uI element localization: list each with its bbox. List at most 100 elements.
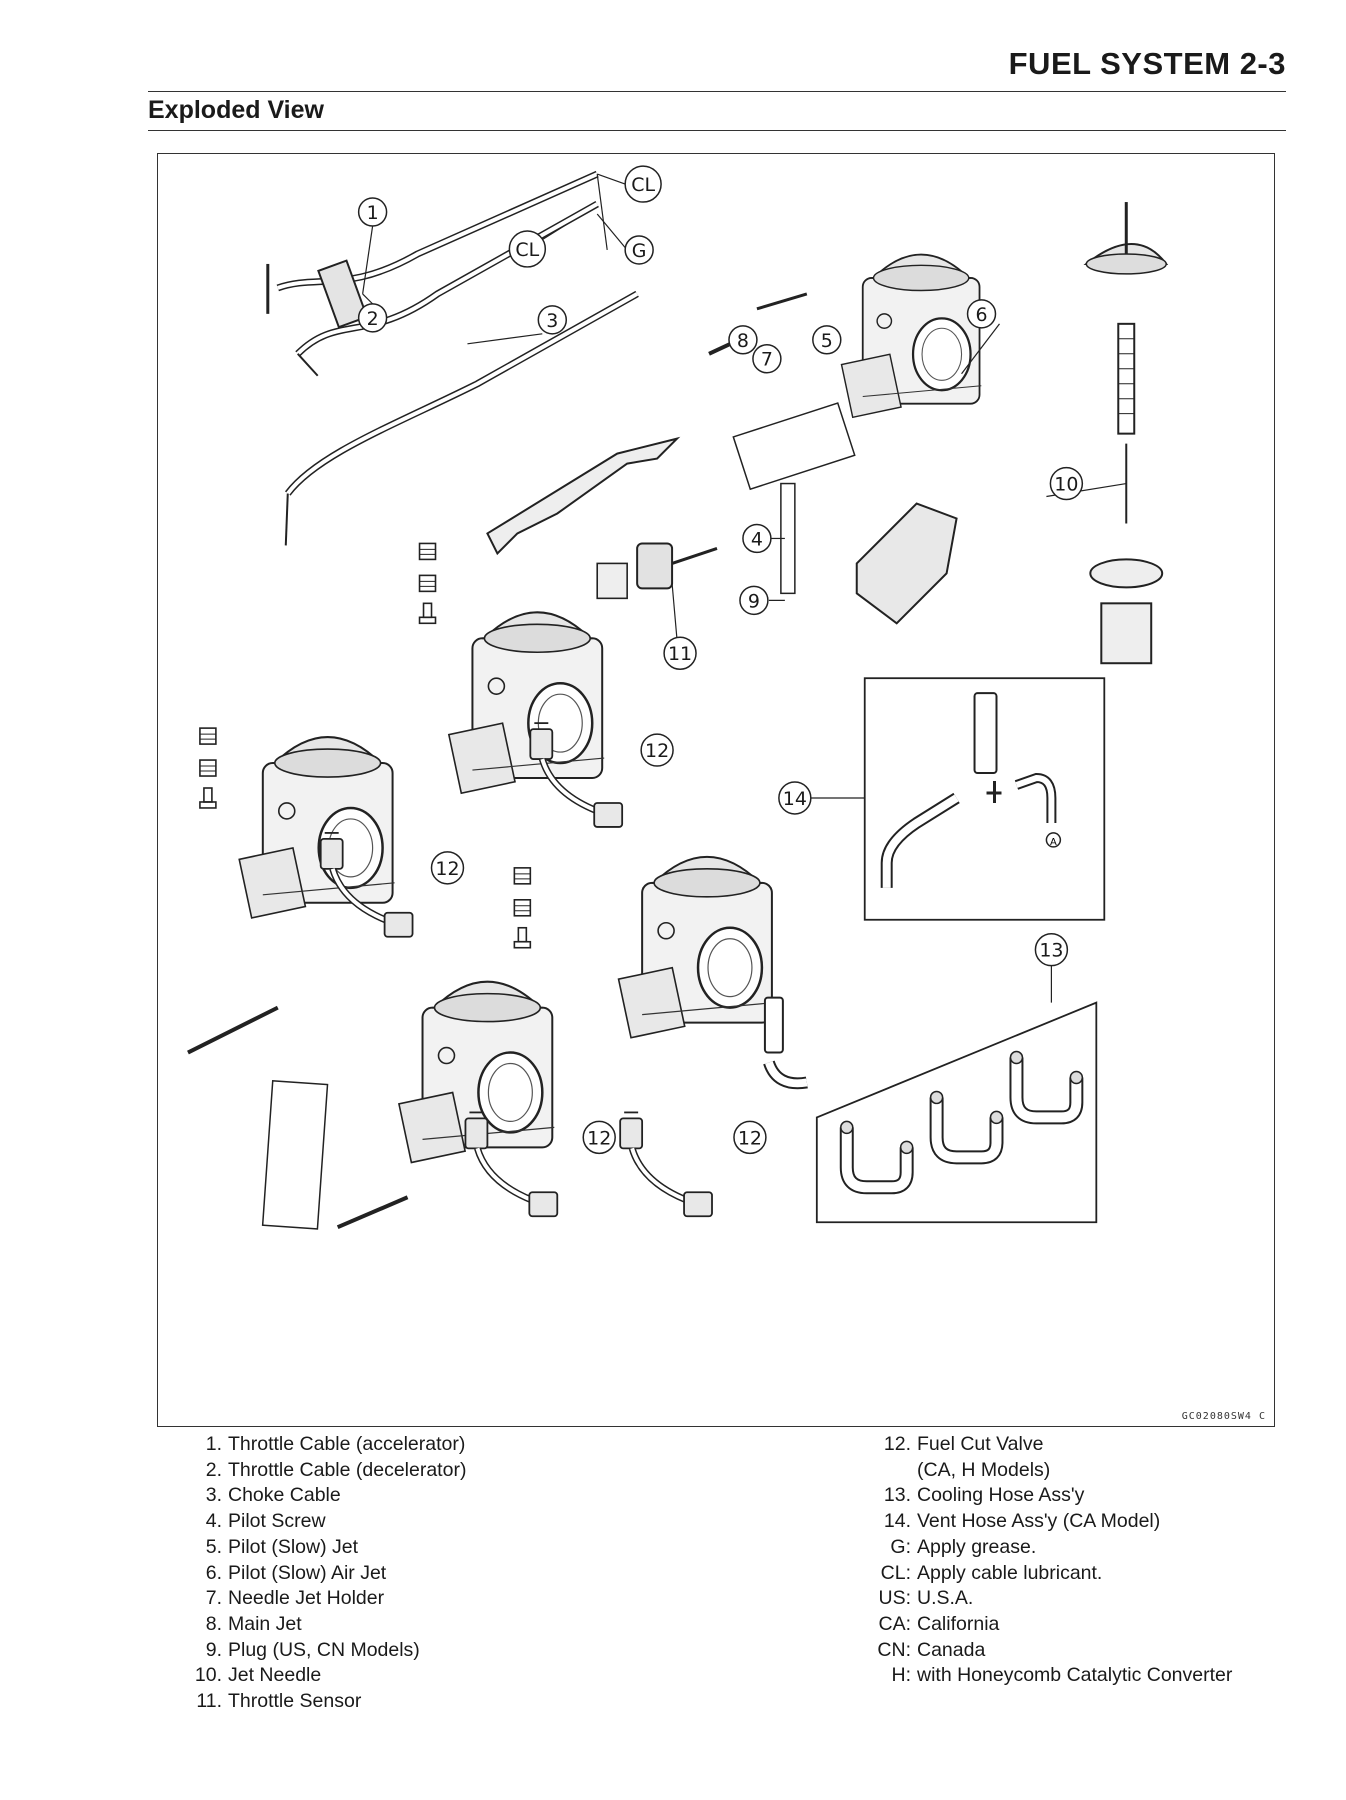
legend-item: 6.Pilot (Slow) Air Jet xyxy=(186,1561,466,1587)
legend-key: 11. xyxy=(196,1690,222,1713)
legend-text: Fuel Cut Valve xyxy=(917,1433,1044,1455)
legend-key: 5. xyxy=(205,1535,222,1558)
spring-set xyxy=(199,727,217,809)
vacuum-piston-parts xyxy=(1083,202,1169,665)
callout-cl-lower: CL xyxy=(515,239,539,261)
legend-text: Apply cable lubricant. xyxy=(917,1561,1103,1584)
legend-item: 7. Needle Jet Holder xyxy=(186,1586,466,1612)
legend-key: 13. xyxy=(883,1484,911,1507)
legend-text: Canada xyxy=(917,1638,986,1661)
throttle-sensor-part xyxy=(596,542,718,600)
legend-text: Choke Cable xyxy=(228,1484,341,1507)
fuel-cut-valve-part xyxy=(620,1112,712,1216)
legend-key: 8. xyxy=(205,1612,222,1635)
legend-text: Plug (US, CN Models) xyxy=(228,1638,420,1661)
legend-text: Pilot Screw xyxy=(228,1510,326,1533)
legend-item: US: U.S.A. xyxy=(872,1586,1232,1612)
legend-item: 13. Cooling Hose Ass'y xyxy=(872,1483,1232,1509)
legend-key: G: xyxy=(890,1535,911,1558)
legend-item: 5. Pilot (Slow) Jet xyxy=(186,1535,466,1561)
callout-4: 4 xyxy=(751,528,763,550)
legend-item: 11. Throttle Sensor xyxy=(186,1689,466,1715)
callout-7: 7 xyxy=(761,349,773,371)
callout-2: 2 xyxy=(367,308,379,330)
legend-key: CA: xyxy=(878,1612,911,1635)
legend-text: (CA, H Models) xyxy=(917,1458,1051,1481)
carburetor-1 xyxy=(447,611,606,795)
legend-key: 2. xyxy=(205,1458,222,1481)
legend-item: CN: Canada xyxy=(872,1638,1232,1664)
callout-1: 1 xyxy=(367,202,379,224)
callout-14: 14 xyxy=(783,788,807,810)
legend-item: 2.Throttle Cable (decelerator) xyxy=(186,1458,467,1484)
legend-item: CL: Apply cable lubricant. xyxy=(872,1561,1232,1587)
callout-13: 13 xyxy=(1039,940,1063,962)
spring-set xyxy=(418,542,437,625)
legend-key xyxy=(872,1458,917,1484)
legend-item: CA: California xyxy=(872,1612,1232,1638)
legend-item: 3.Choke Cable xyxy=(186,1483,466,1509)
legend-text: Throttle Cable (accelerator) xyxy=(228,1433,466,1455)
figure-code: GC02080SW4 C xyxy=(1181,1411,1266,1422)
legend-key: CN: xyxy=(877,1638,911,1661)
legend-key: 6. xyxy=(205,1561,222,1584)
vent-hose-parts: A xyxy=(880,692,1062,888)
legend-key: 10. xyxy=(194,1664,222,1687)
exploded-view-drawing: A xyxy=(187,165,1169,1230)
float-bowl xyxy=(855,502,958,625)
callout-12-d: 12 xyxy=(738,1127,762,1149)
legend-right-column: 12. Fuel Cut Valve (CA, H Models) 13. Cool… xyxy=(872,1432,1232,1689)
header-rule xyxy=(148,91,1286,92)
pilot-screw-inset xyxy=(261,1079,329,1230)
callout-12-b: 12 xyxy=(435,858,459,880)
legend-text: California xyxy=(917,1612,1000,1635)
callout-cl-upper: CL xyxy=(631,174,655,196)
legend-key: US: xyxy=(878,1587,911,1610)
callout-a: A xyxy=(1050,837,1057,848)
legend-key: 14. xyxy=(883,1510,911,1533)
legend-item: 8. Main Jet xyxy=(186,1612,466,1638)
legend-text: Cooling Hose Ass'y xyxy=(917,1484,1085,1507)
legend-text: U.S.A. xyxy=(917,1587,974,1610)
carburetor-2 xyxy=(237,735,396,920)
legend-item: H:with Honeycomb Catalytic Converter xyxy=(872,1663,1233,1689)
carburetor-3 xyxy=(617,855,776,1039)
legend-text: Jet Needle xyxy=(228,1664,322,1687)
carburetor-bracket xyxy=(486,436,681,556)
legend-text: Apply grease. xyxy=(917,1535,1037,1558)
legend-item: 1. Throttle Cable (accelerator) xyxy=(186,1432,466,1458)
carburetor-body-upper xyxy=(840,253,983,419)
callout-6: 6 xyxy=(975,304,987,326)
legend-key: 7. xyxy=(205,1587,222,1610)
legend-key: H: xyxy=(891,1664,912,1687)
legend-text: with Honeycomb Catalytic Converter xyxy=(917,1664,1233,1687)
cooling-hose-loose xyxy=(763,996,808,1090)
callout-12-a: 12 xyxy=(645,740,669,762)
callout-11: 11 xyxy=(668,643,692,665)
callout-12-c: 12 xyxy=(587,1127,611,1149)
spring-set xyxy=(513,867,532,949)
legend-item: 9. Plug (US, CN Models) xyxy=(186,1638,466,1664)
cooling-hose-inset xyxy=(815,1001,1098,1224)
legend-key: 1. xyxy=(205,1433,222,1455)
legend-key: 9. xyxy=(205,1638,222,1661)
legend-left-column: 1.Throttle Cable (accelerator) 2.Throttl… xyxy=(186,1432,467,1715)
callout-g: G xyxy=(632,240,647,262)
legend-text: Needle Jet Holder xyxy=(228,1587,385,1610)
callout-5: 5 xyxy=(821,330,833,352)
exploded-view-figure: A xyxy=(157,153,1275,1427)
callout-8: 8 xyxy=(737,330,749,352)
legend-item: 14.Vent Hose Ass'y (CA Model) xyxy=(872,1509,1232,1535)
legend-text: Pilot (Slow) Jet xyxy=(228,1535,359,1558)
legend-item: G: Apply grease. xyxy=(872,1535,1232,1561)
legend-key: CL: xyxy=(880,1561,911,1584)
callout-labels: 1 2 3 CL CL G 8 7 5 6 10 4 9 11 12 14 12… xyxy=(367,174,1079,1149)
section-title: Exploded View xyxy=(148,96,324,124)
legend-key: 4. xyxy=(205,1510,222,1533)
callout-3: 3 xyxy=(546,310,558,332)
legend-text: Throttle Sensor xyxy=(228,1690,362,1713)
legend-item: 10. Jet Needle xyxy=(186,1663,466,1689)
legend-key: 12. xyxy=(883,1433,911,1455)
legend-item: 4. Pilot Screw xyxy=(186,1509,466,1535)
legend-text: Main Jet xyxy=(228,1612,302,1635)
